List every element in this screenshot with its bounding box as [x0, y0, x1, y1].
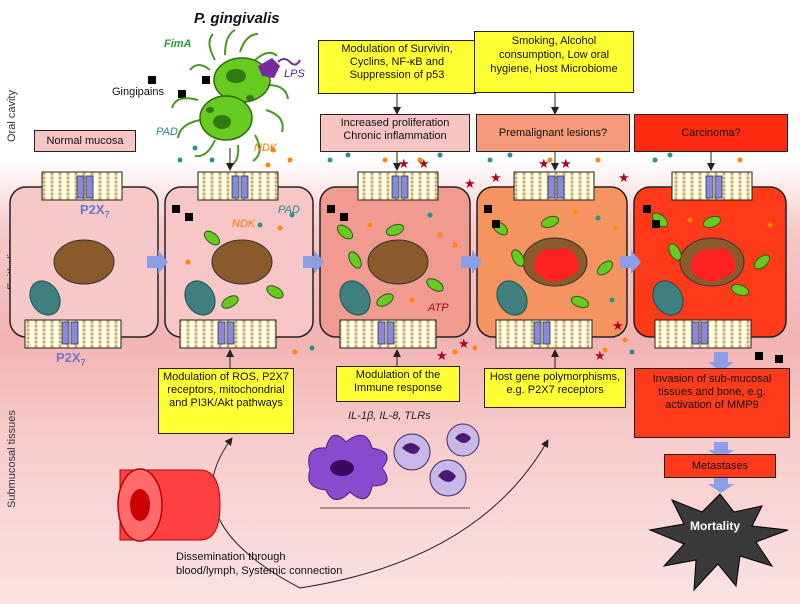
immune-cells [308, 423, 480, 509]
metastases-box: Metastases [664, 454, 776, 478]
host-gene-box: Host gene polymorphisms, e.g. P2X7 recep… [484, 368, 626, 408]
invasion-box: Invasion of sub-mucosal tissues and bone… [634, 368, 790, 438]
svg-text:★: ★ [398, 156, 410, 171]
ndk-cell-label: NDK [232, 218, 256, 230]
lps-label: LPS [284, 68, 305, 80]
svg-text:★: ★ [458, 336, 470, 351]
porphyromonas-gingivalis-bacterium [171, 29, 301, 168]
pad-label: PAD [156, 126, 178, 138]
carcinoma-box: Carcinoma? [634, 114, 788, 152]
gingipains-label: Gingipains [112, 86, 164, 98]
svg-text:★: ★ [418, 156, 430, 171]
svg-text:★: ★ [538, 156, 550, 171]
premalignant-box: Premalignant lesions? [476, 114, 630, 152]
pad-cell-label: PAD [278, 204, 300, 216]
signaling-dots [177, 145, 773, 355]
svg-text:★: ★ [436, 348, 448, 363]
svg-text:★: ★ [464, 176, 476, 191]
nuclei [53, 237, 745, 287]
svg-text:★: ★ [618, 170, 630, 185]
svg-text:★: ★ [612, 318, 624, 333]
svg-text:★: ★ [490, 170, 502, 185]
atp-label: ATP [428, 302, 449, 314]
immune-box: Modulation of the Immune response [336, 366, 460, 402]
gingipain-squares [148, 76, 783, 363]
bacterium-title: P. gingivalis [194, 10, 280, 27]
svg-text:★: ★ [594, 348, 606, 363]
normal-mucosa-box: Normal mucosa [34, 130, 136, 152]
svg-text:★: ★ [560, 156, 572, 171]
dissemination-label: Dissemination through blood/lymph, Syste… [176, 551, 343, 577]
p2x7-label-bottom: P2X7 [56, 350, 86, 368]
mortality-burst [648, 493, 789, 592]
blood-vessel [117, 468, 221, 542]
ros-box: Modulation of ROS, P2X7 receptors, mitoc… [158, 368, 294, 434]
progression-arrows [147, 250, 734, 493]
immune-markers: IL-1β, IL-8, TLRs [348, 410, 431, 422]
vessel-tube [117, 468, 163, 542]
p2x7-label-top: P2X7 [80, 202, 110, 220]
mitochondria [29, 280, 684, 316]
p2x7-receptors [61, 175, 723, 345]
mortality-label: Mortality [690, 519, 741, 533]
fima-label: FimA [164, 38, 192, 50]
ndk-label: NDK [254, 142, 278, 154]
survivin-box: Modulation of Survivin, Cyclins, NF-κB a… [318, 40, 476, 94]
atp-stars: ★ ★ ★ ★ ★ ★ ★ ★ ★ ★ ★ [398, 156, 630, 363]
risk-factors-box: Smoking, Alcohol consumption, Low oral h… [474, 31, 634, 93]
proliferation-box: Increased proliferation Chronic inflamma… [320, 114, 470, 152]
